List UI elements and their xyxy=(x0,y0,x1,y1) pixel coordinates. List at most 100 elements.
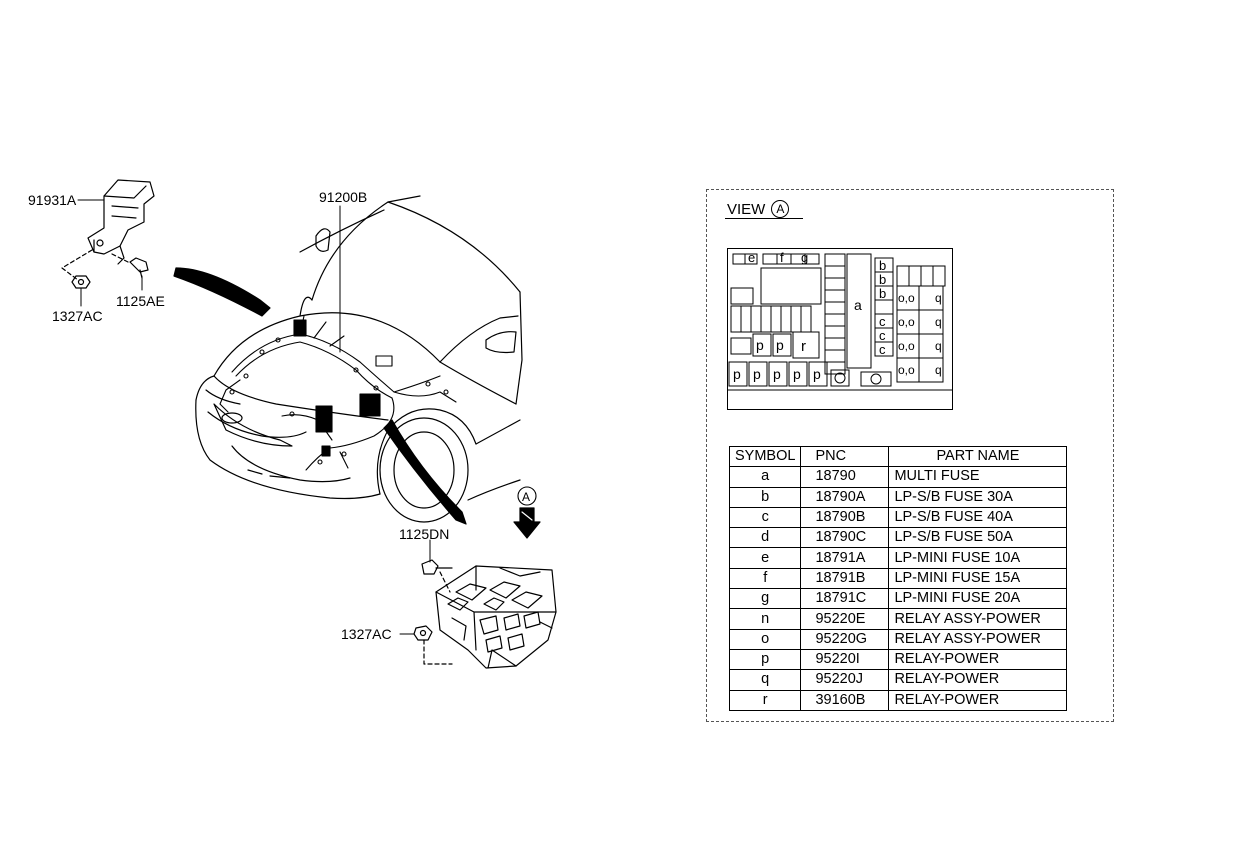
cell-symbol: b xyxy=(728,486,802,508)
cell-symbol: q xyxy=(728,669,802,691)
callout-bracket: 91931A xyxy=(28,192,77,208)
cell-pnc: 39160B xyxy=(800,689,890,711)
cell-symbol: e xyxy=(728,547,802,569)
relay-label-p1: p xyxy=(756,337,764,353)
relay-label-p4: p xyxy=(753,366,761,382)
cell-part-name: LP-MINI FUSE 15A xyxy=(888,567,1068,590)
cell-pnc: 95220G xyxy=(800,628,890,650)
cell-pnc: 18791B xyxy=(800,567,890,590)
fuse-label-c2: c xyxy=(879,328,886,343)
callout-nut-top: 1327AC xyxy=(52,308,103,324)
header-part-name: PART NAME xyxy=(888,445,1068,468)
cell-symbol: d xyxy=(728,527,802,549)
cell-symbol: r xyxy=(728,689,802,711)
callout-bolt-box: 1125DN xyxy=(399,526,449,542)
relay-label-o2: o,o xyxy=(898,315,915,329)
fuse-label-c1: c xyxy=(879,314,886,329)
relay-label-o1: o,o xyxy=(898,291,915,305)
view-marker-badge: A xyxy=(771,200,790,218)
fusebox-layout: e f g a b b b c c c o,o q o,o q o,o q o,… xyxy=(727,248,953,410)
cell-pnc: 18791A xyxy=(800,547,890,569)
header-symbol: SYMBOL xyxy=(728,445,802,468)
car-line-art xyxy=(195,195,523,523)
cell-part-name: LP-MINI FUSE 10A xyxy=(888,547,1068,569)
callout-nut-box: 1327AC xyxy=(341,626,392,642)
cell-symbol: c xyxy=(728,506,802,529)
table-header-row: SYMBOL PNC PART NAME xyxy=(728,445,1068,468)
cell-symbol: p xyxy=(728,648,802,671)
header-pnc: PNC xyxy=(800,445,890,468)
fuse-label-g: g xyxy=(801,250,808,265)
fuse-label-f: f xyxy=(780,250,784,265)
cell-pnc: 18790 xyxy=(800,466,890,488)
relay-label-p6: p xyxy=(793,366,801,382)
cell-part-name: RELAY ASSY-POWER xyxy=(888,608,1068,630)
cell-symbol: g xyxy=(728,588,802,610)
wiring-harness xyxy=(219,315,457,471)
relay-label-p7: p xyxy=(813,366,821,382)
view-title-underline xyxy=(725,218,803,219)
relay-label-q1: q xyxy=(935,291,942,305)
cell-pnc: 18790B xyxy=(800,506,890,529)
relay-label-o4: o,o xyxy=(898,363,915,377)
cell-part-name: LP-S/B FUSE 40A xyxy=(888,506,1068,529)
cell-symbol: o xyxy=(728,628,802,650)
callout-harness: 91200B xyxy=(319,189,367,205)
bolt-part xyxy=(129,257,149,279)
callout-bolt-top: 1125AE xyxy=(116,293,165,309)
cell-part-name: LP-S/B FUSE 30A xyxy=(888,486,1068,508)
cell-part-name: MULTI FUSE xyxy=(888,466,1068,488)
bolt-part xyxy=(421,559,453,575)
relay-label-o3: o,o xyxy=(898,339,915,353)
fuse-label-a: a xyxy=(854,297,862,313)
bracket-part xyxy=(87,179,155,265)
relay-label-q4: q xyxy=(935,363,942,377)
cell-pnc: 18791C xyxy=(800,588,890,610)
cell-part-name: RELAY-POWER xyxy=(888,669,1068,691)
nut-part xyxy=(71,275,91,289)
cell-pnc: 18790C xyxy=(800,527,890,549)
relay-label-p2: p xyxy=(776,337,784,353)
relay-label-p3: p xyxy=(733,366,741,382)
fuse-label-b1: b xyxy=(879,258,886,273)
fuse-label-c3: c xyxy=(879,342,886,357)
cell-pnc: 95220E xyxy=(800,608,890,630)
relay-label-q3: q xyxy=(935,339,942,353)
relay-label-p5: p xyxy=(773,366,781,382)
cell-part-name: RELAY-POWER xyxy=(888,648,1068,671)
cell-part-name: LP-S/B FUSE 50A xyxy=(888,527,1068,549)
fuse-label-b3: b xyxy=(879,286,886,301)
relay-label-r: r xyxy=(801,338,806,355)
cell-pnc: 95220I xyxy=(800,648,890,671)
view-title: VIEW A xyxy=(727,200,790,218)
cell-part-name: RELAY ASSY-POWER xyxy=(888,628,1068,650)
cell-symbol: n xyxy=(728,608,802,630)
junction-box xyxy=(435,565,557,669)
fuse-label-b2: b xyxy=(879,272,886,287)
cell-pnc: 95220J xyxy=(800,669,890,691)
cell-symbol: f xyxy=(728,567,802,590)
relay-label-q2: q xyxy=(935,315,942,329)
view-marker-label: A xyxy=(522,490,530,504)
cell-part-name: RELAY-POWER xyxy=(888,689,1068,711)
cell-symbol: a xyxy=(728,466,802,488)
nut-part xyxy=(413,625,433,641)
cell-pnc: 18790A xyxy=(800,486,890,508)
view-title-text: VIEW xyxy=(727,200,766,218)
view-a-panel: VIEW A xyxy=(706,189,1114,722)
fuse-label-e: e xyxy=(748,250,755,265)
cell-part-name: LP-MINI FUSE 20A xyxy=(888,588,1068,610)
